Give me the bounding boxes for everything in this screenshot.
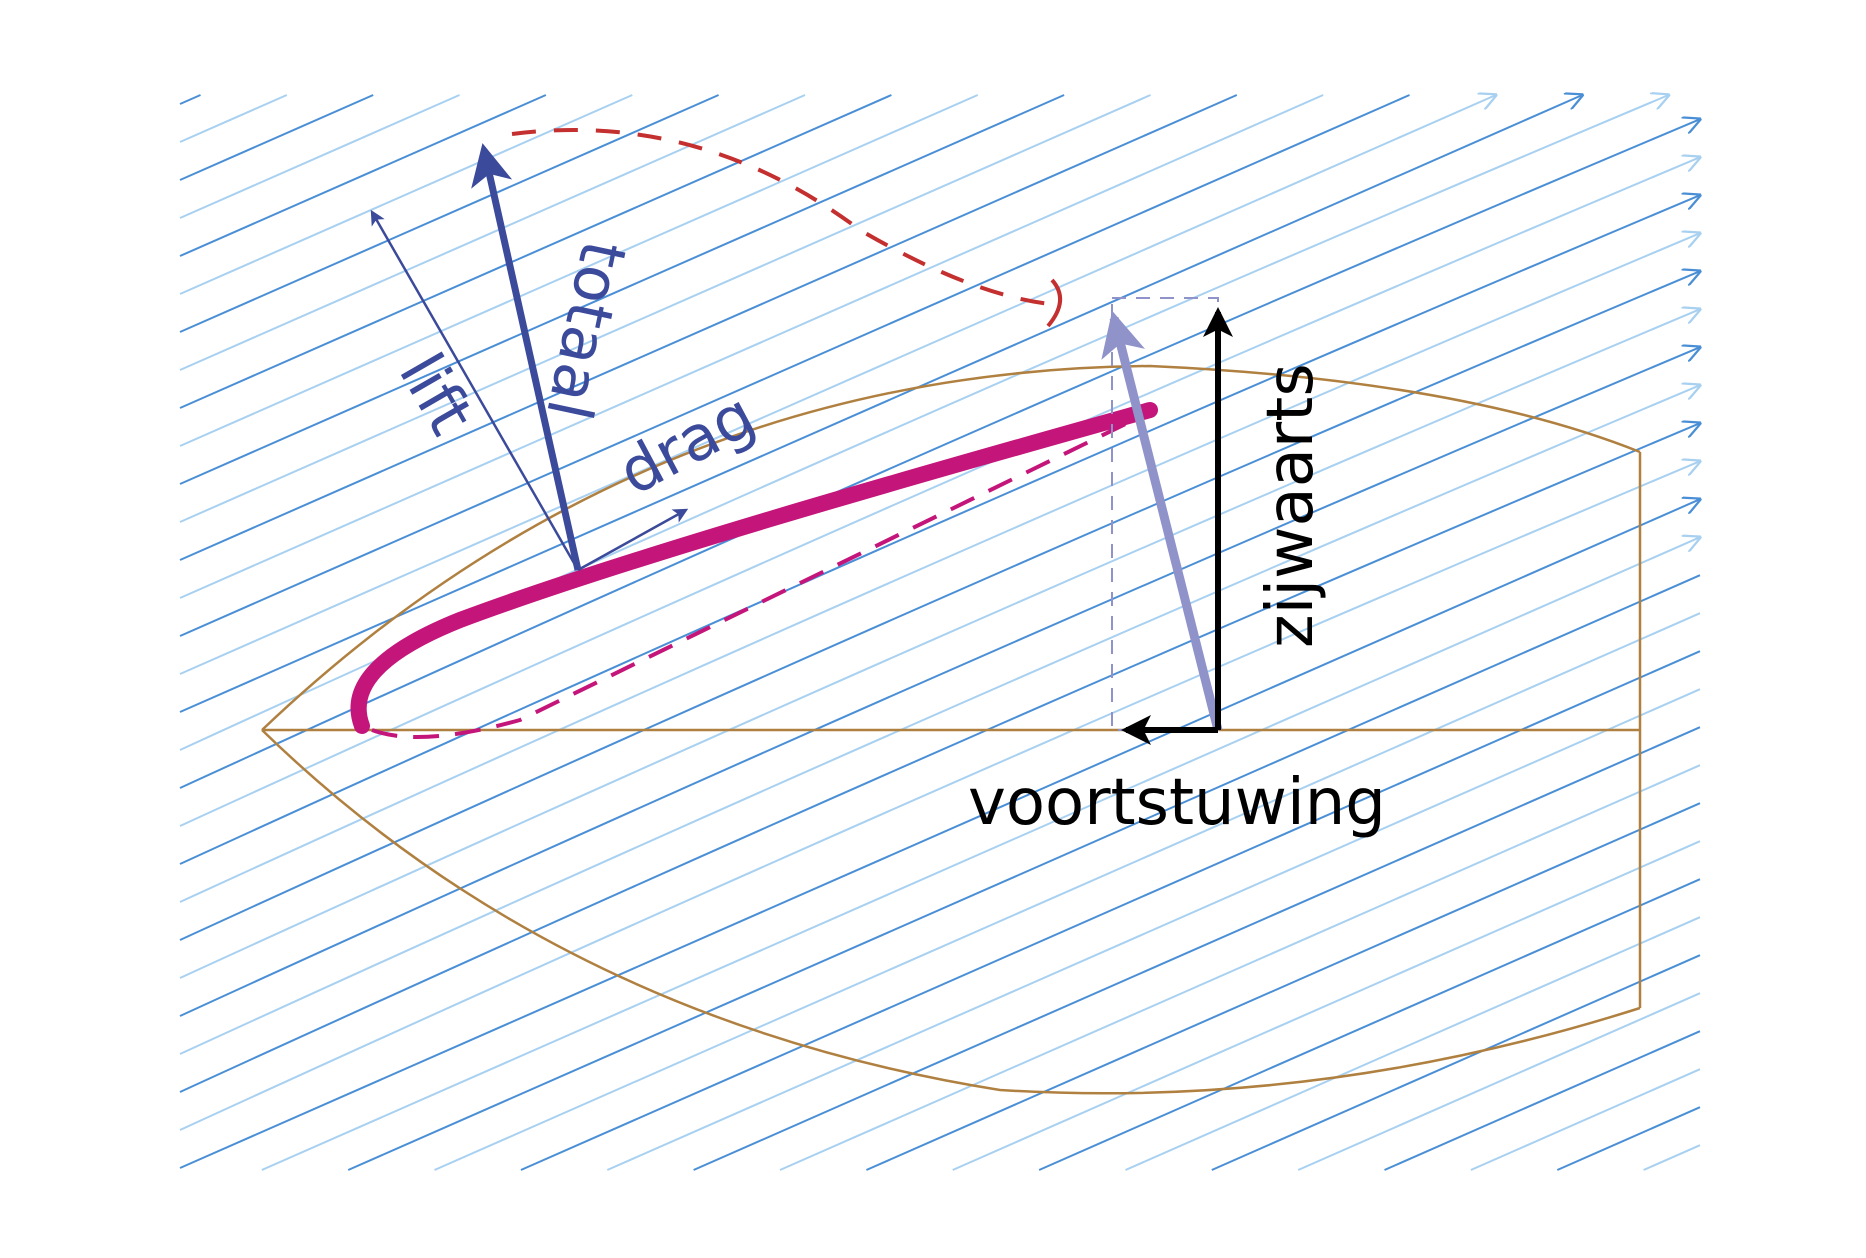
- propulsion-label: voortstuwing: [968, 766, 1386, 840]
- streamline: [179, 233, 1700, 903]
- streamline: [865, 802, 1701, 1171]
- streamline: [179, 94, 1238, 561]
- wind-streamlines: [179, 94, 1701, 1171]
- streamline: [179, 94, 201, 105]
- lift-arrow: [370, 209, 580, 571]
- streamline: [179, 309, 1700, 979]
- drag-arrow: [577, 508, 689, 572]
- streamline: [179, 95, 1496, 675]
- sail-curve: [350, 402, 1158, 734]
- streamline: [1470, 1068, 1701, 1171]
- streamline: [520, 650, 1701, 1171]
- hull-lower-curve: [261, 729, 1641, 1095]
- streamline: [1211, 954, 1701, 1171]
- hull-upper-curve: [261, 364, 1641, 731]
- force-decomposition: [1101, 297, 1233, 745]
- streamline: [179, 94, 374, 181]
- streamline: [179, 94, 979, 447]
- streamline: [179, 119, 1700, 789]
- streamline: [179, 94, 720, 333]
- streamline: [693, 726, 1701, 1171]
- streamline: [261, 537, 1700, 1171]
- streamline: [179, 94, 633, 295]
- streamline: [434, 612, 1701, 1171]
- streamline: [179, 499, 1700, 1169]
- streamline: [179, 94, 1151, 523]
- total-label: totaal: [532, 235, 641, 426]
- streamline: [179, 94, 806, 371]
- streamline: [1556, 1106, 1701, 1171]
- streamline: [952, 840, 1701, 1171]
- streamline: [179, 94, 1410, 637]
- streamline: [179, 271, 1700, 941]
- rotation-arc-head: [1046, 278, 1062, 328]
- streamline: [779, 764, 1701, 1171]
- streamline: [179, 94, 288, 143]
- sail-chord-dashed: [371, 410, 1151, 740]
- streamline: [179, 157, 1700, 827]
- rotation-arc: [511, 128, 1063, 307]
- streamline: [1384, 1030, 1701, 1171]
- total-force-arrow: [471, 143, 582, 571]
- streamline: [179, 94, 1324, 599]
- streamline: [179, 94, 1065, 485]
- streamline: [606, 688, 1701, 1171]
- streamline: [179, 94, 547, 257]
- streamline: [179, 94, 460, 219]
- streamline: [179, 385, 1700, 1055]
- streamline: [1038, 878, 1701, 1171]
- sideways-label: zijwaarts: [1254, 363, 1328, 648]
- resultant-faded-arrow: [1101, 310, 1223, 732]
- streamline: [179, 195, 1700, 865]
- streamline: [1643, 1144, 1701, 1171]
- streamline: [347, 574, 1701, 1171]
- streamline: [1297, 992, 1701, 1171]
- aero-forces: [370, 143, 689, 572]
- streamline: [179, 461, 1700, 1131]
- hull-outline: [261, 364, 1642, 1095]
- streamline: [179, 347, 1700, 1017]
- streamline: [179, 423, 1700, 1093]
- streamline: [179, 94, 892, 409]
- streamline: [1125, 916, 1701, 1171]
- sail: [350, 402, 1158, 740]
